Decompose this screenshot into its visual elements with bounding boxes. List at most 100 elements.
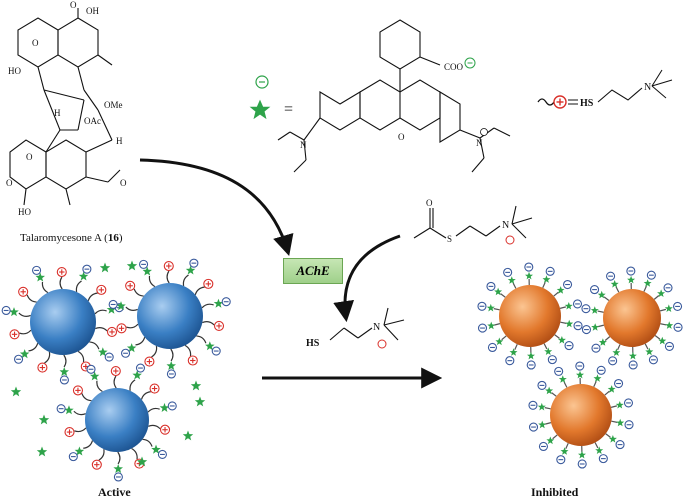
ammonium-n-label: N [502, 220, 509, 231]
dye-star-icon [612, 348, 621, 356]
talaromycesone-structure [9, 8, 121, 206]
dye-star-icon [558, 375, 567, 383]
dye-star-icon [538, 420, 547, 429]
dye-star-icon [557, 336, 566, 344]
svg-text:HO: HO [8, 66, 21, 76]
iminium-positive-charge-icon [480, 128, 488, 136]
ligand-star-icon [113, 464, 123, 473]
svg-text:H: H [116, 136, 123, 146]
ligand-star-icon [98, 347, 108, 357]
dye-star-icon [542, 275, 551, 283]
free-dye-star-icon [99, 262, 111, 273]
free-dye-star-icon [136, 456, 148, 467]
dye-star-icon [608, 435, 617, 443]
dye-star-icon [544, 347, 553, 355]
dye-star-icon [616, 418, 625, 427]
dye-star-icon [593, 374, 602, 382]
ligand-star-icon [64, 405, 74, 415]
svg-text:O: O [26, 152, 33, 162]
dye-star-icon [560, 447, 569, 455]
dye-star-icon [564, 302, 573, 310]
dye-star-icon [595, 446, 604, 454]
ammonium-positive-charge-icon [505, 235, 515, 245]
ligand-star-icon [59, 367, 69, 376]
ligand-star-icon [9, 307, 19, 317]
svg-text:HO: HO [18, 207, 31, 217]
dye-star-icon [578, 450, 586, 459]
rhodamine-atom-labels: COO O N N [300, 62, 483, 150]
dye-star-icon [628, 351, 637, 360]
ligand-star-icon [126, 343, 137, 353]
svg-text:O: O [32, 38, 39, 48]
thiocholine-hs-label: HS [306, 338, 320, 349]
equals-sign: = [284, 101, 293, 118]
dye-star-icon [545, 386, 554, 395]
ligand-star-icon [213, 298, 224, 308]
dye-star-icon [607, 385, 616, 393]
free-dye-star-icon [38, 414, 50, 425]
ligand-star-icon [89, 371, 100, 381]
dye-star-icon [658, 336, 667, 345]
inhibited-nanoparticle [603, 289, 661, 347]
inhibited-nanoparticle [550, 384, 612, 446]
inhibited-nanoparticle [499, 285, 561, 347]
svg-text:O: O [398, 132, 405, 142]
dye-star-icon [546, 436, 555, 445]
svg-text:H: H [54, 108, 61, 118]
active-nanoparticle [137, 283, 203, 349]
ligand-star-icon [166, 361, 176, 370]
dye-star-icon [645, 347, 654, 356]
dye-star-icon [657, 289, 666, 297]
ligand-star-icon [159, 402, 170, 412]
legend-hs-label: HS [580, 98, 594, 109]
dye-star-icon [643, 279, 652, 287]
ligand-star-icon [35, 272, 45, 282]
svg-text:COO: COO [444, 62, 464, 72]
inhibition-arrow-icon [139, 158, 294, 257]
structure-atom-labels: O OH HO O H OMe OAc H O O O HO [6, 0, 127, 217]
active-nanoparticle [85, 388, 149, 452]
thiocholine-n-label: N [373, 322, 380, 333]
free-dye-star-icon [182, 430, 194, 441]
acetyl-o-label: O [426, 198, 433, 208]
inhibited-state-label: Inhibited [531, 485, 579, 499]
dye-star-icon [565, 319, 574, 328]
thioester-s-label: S [447, 234, 452, 244]
compound-label: Talaromycesone A (16) [20, 232, 123, 244]
svg-text:OAc: OAc [84, 116, 101, 126]
ligand-star-icon [205, 341, 215, 351]
dye-star-icon [525, 271, 533, 280]
dye-star-icon [507, 276, 516, 284]
thiocholine-structure [329, 307, 405, 341]
positive-ligand-legend [537, 69, 673, 109]
svg-text:O: O [70, 0, 77, 10]
ligand-star-icon [74, 446, 85, 456]
ligand-star-icon [151, 444, 161, 454]
dye-star-icon [487, 321, 496, 330]
svg-text:O: O [120, 178, 127, 188]
ligand-star-icon [19, 349, 30, 359]
dye-star-icon [597, 290, 606, 299]
svg-text:N: N [476, 138, 483, 148]
dye-star-icon [537, 402, 546, 411]
svg-text:OH: OH [86, 6, 99, 16]
dye-star-icon [495, 337, 504, 346]
dye-legend-star-icon [249, 75, 271, 120]
active-state-label: Active [98, 485, 131, 499]
ligand-star-icon [142, 266, 152, 276]
legend-n-label: N [644, 82, 651, 93]
dye-star-icon [576, 370, 584, 379]
svg-text:OMe: OMe [104, 100, 123, 110]
dye-star-icon [591, 323, 600, 331]
dye-star-icon [665, 321, 674, 329]
ache-enzyme-box: AChE [283, 258, 343, 284]
hydrolysis-arrow-icon [333, 234, 401, 323]
free-dye-star-icon [194, 396, 206, 407]
active-nanoparticle-cluster [1, 258, 231, 482]
free-dye-star-icon [10, 386, 22, 397]
free-dye-star-icon [36, 446, 48, 457]
svg-text:O: O [6, 178, 13, 188]
free-dye-star-icon [126, 260, 138, 271]
acetylthiocholine-structure [413, 205, 533, 239]
